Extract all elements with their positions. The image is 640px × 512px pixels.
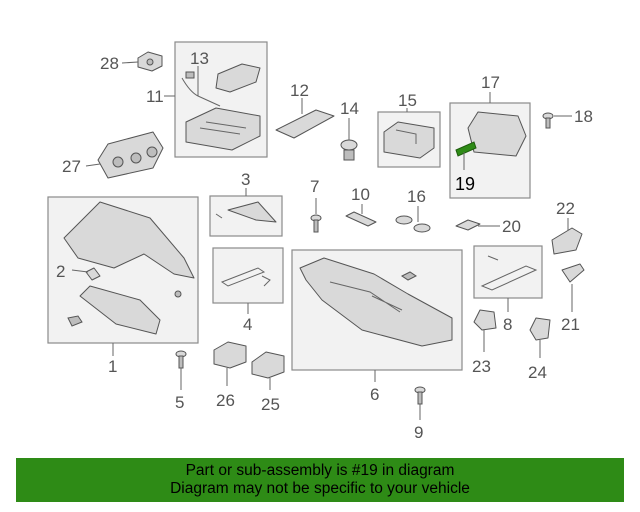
leader-lines	[71, 61, 573, 420]
part-12	[275, 109, 335, 139]
part-11	[185, 107, 261, 151]
callout-13: 13	[190, 49, 209, 68]
callout-18: 18	[574, 107, 593, 126]
callout-20: 20	[502, 217, 521, 236]
info-banner: Part or sub-assembly is #19 in diagram D…	[16, 458, 624, 502]
callout-23: 23	[472, 357, 491, 376]
part-14	[340, 139, 358, 161]
callout-28: 28	[100, 54, 119, 73]
callout-8: 8	[503, 315, 512, 334]
callout-9: 9	[414, 423, 423, 442]
callout-3: 3	[241, 170, 250, 189]
callout-15: 15	[398, 91, 417, 110]
part-19	[455, 141, 477, 157]
callout-26: 26	[216, 391, 235, 410]
parts-diagram: 28 13 11 12 14 15 17 18 19 27 3 7 10 16 …	[47, 41, 593, 442]
part-10	[345, 211, 377, 227]
callout-21: 21	[561, 315, 580, 334]
part-25	[251, 351, 285, 379]
callout-17: 17	[481, 73, 500, 92]
callout-14: 14	[340, 99, 359, 118]
part-18	[542, 112, 554, 129]
part-22	[551, 227, 583, 255]
callout-1: 1	[108, 357, 117, 376]
part-16	[395, 215, 431, 233]
callout-27: 27	[62, 157, 81, 176]
callout-7: 7	[310, 177, 319, 196]
part-26	[213, 341, 247, 369]
part-27	[97, 131, 164, 179]
part-21	[561, 263, 585, 283]
callout-5: 5	[175, 393, 184, 412]
group-box-4	[212, 247, 284, 304]
part-5	[175, 350, 187, 369]
part-4	[220, 267, 271, 287]
callout-2: 2	[56, 262, 65, 281]
callout-24: 24	[528, 363, 547, 382]
callout-4: 4	[243, 315, 252, 334]
part-28	[137, 51, 163, 72]
callout-12: 12	[290, 81, 309, 100]
callout-11: 11	[146, 87, 164, 106]
part-3	[215, 201, 277, 223]
part-15	[383, 121, 435, 159]
banner-line-2: Diagram may not be specific to your vehi…	[170, 480, 470, 497]
callout-6: 6	[370, 385, 379, 404]
callout-10: 10	[351, 185, 370, 204]
callout-22: 22	[556, 199, 575, 218]
part-17	[467, 111, 527, 157]
part-2	[85, 267, 101, 281]
banner-line-1: Part or sub-assembly is #19 in diagram	[185, 462, 455, 479]
part-23	[473, 309, 497, 331]
part-9	[414, 386, 426, 405]
callout-25: 25	[261, 395, 280, 414]
part-24	[529, 317, 551, 341]
part-20	[455, 219, 481, 231]
part-7	[310, 214, 322, 233]
callout-19: 19	[455, 174, 475, 194]
part-6	[299, 257, 453, 347]
part-8	[480, 255, 538, 291]
part-1	[63, 201, 195, 335]
callout-16: 16	[407, 187, 426, 206]
